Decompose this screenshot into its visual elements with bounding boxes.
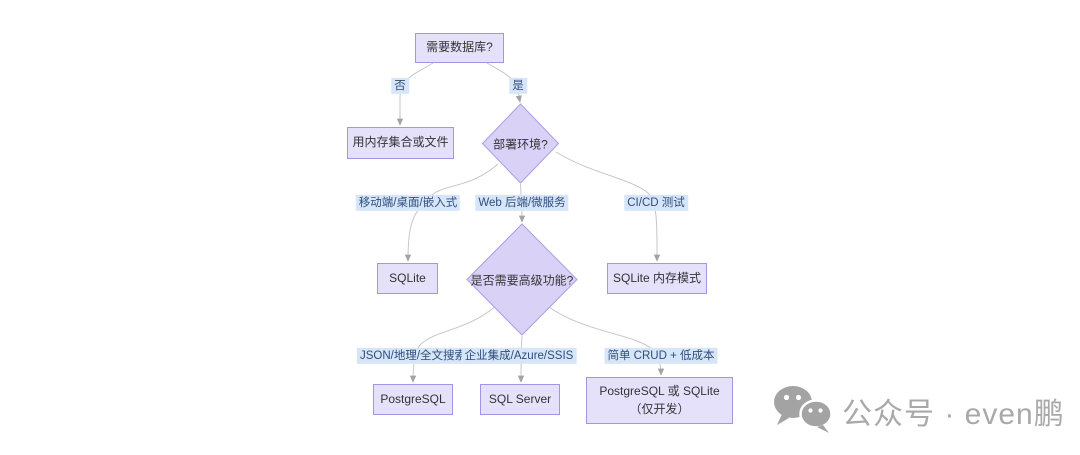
- edge-label-enterprise-azure-ssis: 企业集成/Azure/SSIS: [461, 347, 577, 365]
- wechat-icon: [774, 386, 833, 433]
- edge-label-web-backend-microservice: Web 后端/微服务: [475, 194, 569, 212]
- edge-label-no: 否: [391, 77, 409, 95]
- edge-label-yes: 是: [509, 77, 527, 95]
- node-sqlserver: SQL Server: [480, 384, 560, 415]
- watermark-text: 公众号 · even鹏: [842, 398, 1065, 431]
- edge-cicd: [555, 151, 661, 262]
- edge-mobile: [404, 163, 499, 262]
- node-postgresql: PostgreSQL: [373, 384, 453, 415]
- node-postgres-or-sqlite-dev: PostgreSQL 或 SQLite（仅开发）: [586, 377, 733, 424]
- node-sqlite-memory-mode: SQLite 内存模式: [607, 263, 707, 294]
- edge-json-geo: [409, 305, 497, 383]
- node-need-database: 需要数据库?: [415, 33, 504, 63]
- decision-advanced-label: 是否需要高级功能?: [470, 273, 574, 287]
- edge-label-simple-crud-lowcost: 简单 CRUD + 低成本: [604, 347, 718, 365]
- decision-advanced-diamond: [466, 223, 578, 336]
- edge-label-json-geo-fulltext: JSON/地理/全文搜索: [356, 347, 470, 365]
- node-memory-or-file: 用内存集合或文件: [347, 127, 454, 159]
- decision-deploy-label: 部署环境?: [493, 137, 548, 151]
- edge-simple-crud: [548, 306, 665, 376]
- edge-label-cicd-test: CI/CD 测试: [624, 194, 688, 212]
- decision-deploy-diamond: [481, 103, 560, 184]
- node-sqlite: SQLite: [377, 263, 438, 294]
- edge-label-mobile-desktop-embedded: 移动端/桌面/嵌入式: [355, 194, 461, 212]
